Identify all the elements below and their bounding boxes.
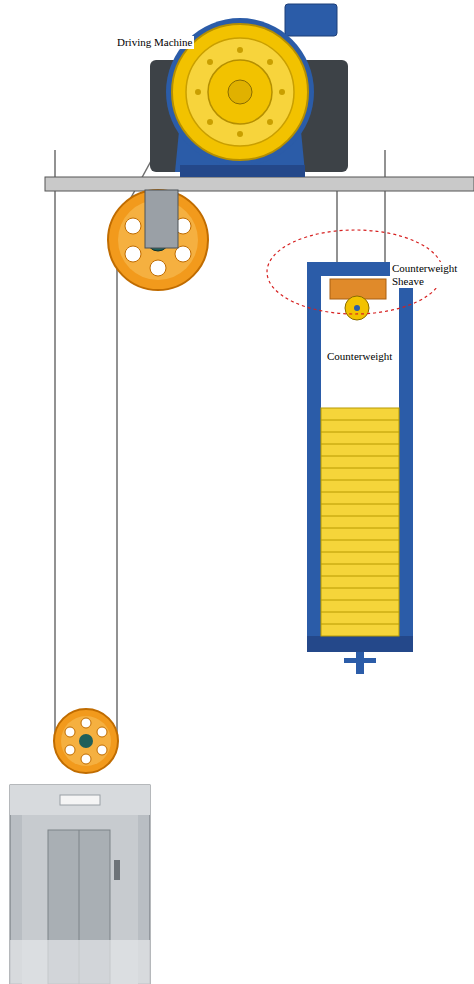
car-sheave bbox=[54, 709, 118, 773]
driving-machine bbox=[150, 4, 348, 177]
elevator-car bbox=[10, 785, 150, 984]
machine-label: Driving Machine bbox=[115, 36, 194, 49]
counterweight bbox=[307, 262, 413, 674]
counterweight-label: Counterweight bbox=[325, 350, 394, 363]
sheave-label: Counterweight Sheave bbox=[390, 262, 470, 288]
machine-beam bbox=[45, 177, 474, 191]
deflector-sheave bbox=[108, 190, 208, 290]
